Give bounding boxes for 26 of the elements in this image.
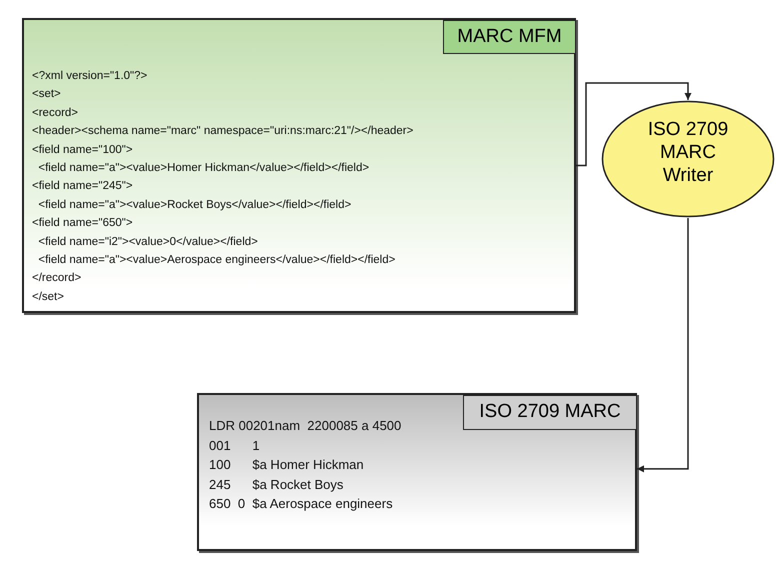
code-line: 100 $a Homer Hickman [209, 457, 364, 472]
code-line: <record> [32, 106, 78, 119]
code-line: LDR 00201nam 2200085 a 4500 [209, 418, 402, 433]
code-line: <field name="a"><value>Rocket Boys</value></field></field> [37, 198, 352, 211]
code-line: 245 $a Rocket Boys [209, 476, 344, 492]
process-ellipse [601, 100, 775, 218]
code-line: <field name="a"><value>Aerospace engineers</value></field></field> [37, 254, 396, 266]
marc-record-panel [197, 393, 637, 551]
process-label: ISO 2709 MARC Writer [646, 118, 730, 187]
code-line: <field name="650"> [32, 217, 133, 230]
code-line: 001 1 [209, 438, 260, 452]
xml-record-panel [22, 18, 576, 313]
code-line: <field name="100"> [32, 144, 133, 156]
code-line: <set> [32, 88, 61, 100]
code-line: <field name="a"><value>Homer Hickman</value></field></field> [37, 162, 370, 174]
code-line: <?xml version="1.0"?> [32, 70, 148, 82]
code-line: <field name="245"> [32, 180, 133, 192]
arrow [576, 82, 692, 166]
code-line: 650 0 $a Aerospace engineers [209, 496, 393, 511]
code-line: </record> [32, 272, 82, 284]
code-line: <field name="i2"><value>0</value></field> [37, 236, 258, 248]
arrow [637, 218, 689, 472]
code-line: <header><schema name="marc" namespace="uri:ns:marc:21"/></header> [32, 125, 414, 138]
panel-title-tab: MARC MFM [443, 20, 576, 54]
code-line: </set> [32, 290, 64, 303]
panel-title-tab: ISO 2709 MARC [463, 395, 637, 430]
